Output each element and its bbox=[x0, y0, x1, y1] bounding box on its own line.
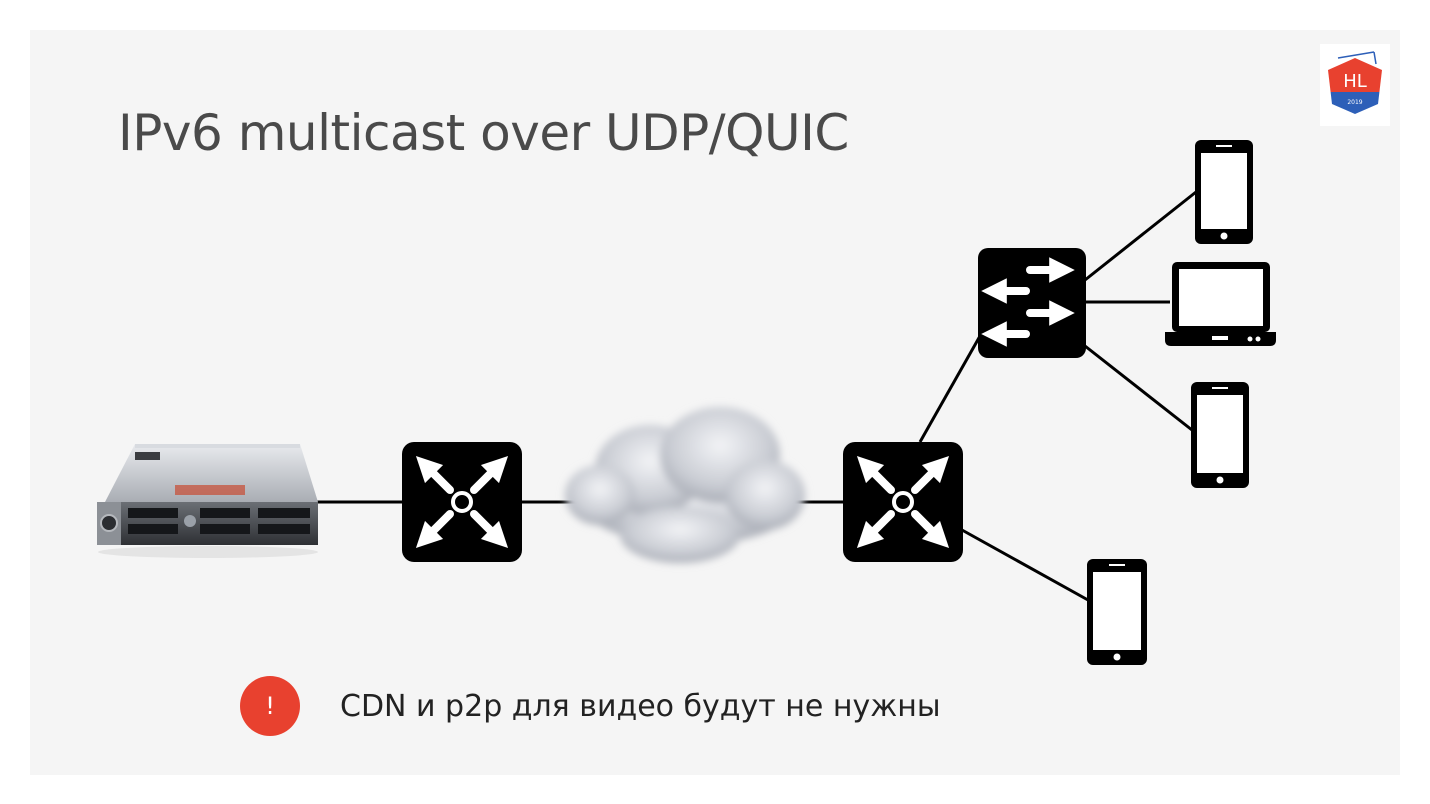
link-router-switch bbox=[918, 335, 982, 443]
logo-text: HL bbox=[1343, 71, 1367, 92]
router-left-icon bbox=[402, 442, 522, 562]
smartphone-icon bbox=[1195, 140, 1253, 244]
slide-title: IPv6 multicast over UDP/QUIC bbox=[118, 104, 849, 162]
note-row: ! CDN и p2p для видео будут не нужны bbox=[240, 676, 941, 736]
link-switch-phone-top bbox=[1084, 190, 1197, 282]
hl-logo: HL 2019 bbox=[1320, 44, 1390, 126]
note-text: CDN и p2p для видео будут не нужны bbox=[340, 688, 941, 724]
router-right-icon bbox=[843, 442, 963, 562]
link-switch-phone-mid bbox=[1084, 344, 1193, 432]
link-router-phone bbox=[961, 528, 1089, 602]
smartphone-icon bbox=[1087, 559, 1147, 665]
internet-cloud bbox=[565, 407, 805, 563]
logo-year: 2019 bbox=[1347, 99, 1362, 106]
laptop-icon bbox=[1165, 262, 1276, 346]
slide-background bbox=[30, 30, 1400, 775]
smartphone-icon bbox=[1191, 382, 1249, 488]
exclamation-icon: ! bbox=[240, 676, 300, 736]
server-rack bbox=[97, 444, 318, 558]
switch-icon bbox=[978, 248, 1086, 358]
